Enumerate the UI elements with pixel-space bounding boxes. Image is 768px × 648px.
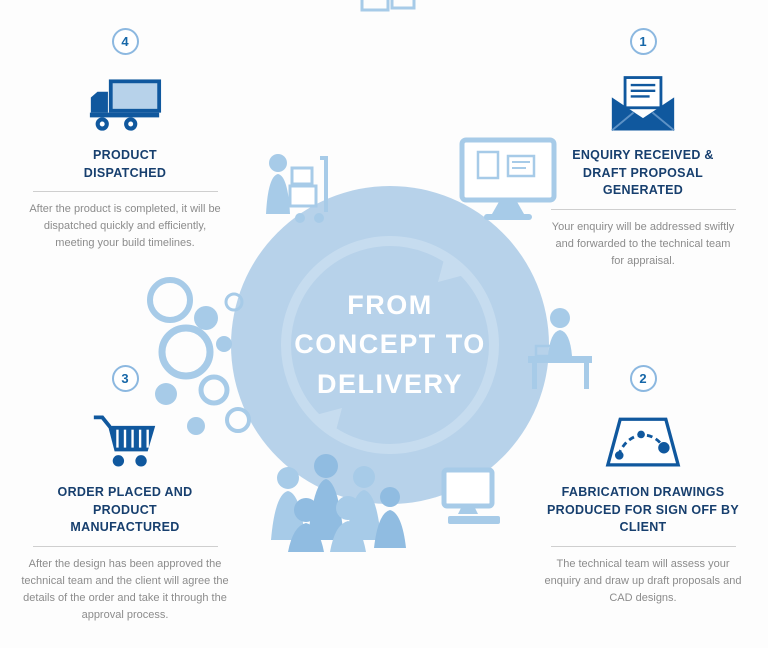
- center-title: FROM CONCEPT TO DELIVERY: [231, 186, 549, 504]
- envelope-icon: [609, 68, 677, 134]
- step-2-description: The technical team will assess your enqu…: [544, 557, 742, 604]
- decor-top-crop-icon: [360, 0, 416, 12]
- cycle-arrows-icon: [281, 236, 499, 454]
- step-4: 4 PRODUCT DISPATCHED After the product i…: [20, 28, 230, 252]
- step-4-title: PRODUCT DISPATCHED: [83, 148, 167, 180]
- step-1-description: Your enquiry will be addressed swiftly a…: [551, 220, 735, 267]
- step-4-number-badge: 4: [111, 28, 139, 55]
- step-3-number-badge: 3: [111, 365, 139, 392]
- divider: [32, 545, 218, 547]
- step-3: 3 ORDER PLACED AND PRODUCT MANUFACTURED …: [20, 365, 230, 624]
- step-2-title: FABRICATION DRAWINGS PRODUCED FOR SIGN O…: [547, 485, 739, 534]
- step-2: 2 FABRICATION DRAWINGS PRODUCED FOR SIGN…: [538, 365, 748, 607]
- center-title-line: FROM: [347, 290, 433, 321]
- center-title-line: DELIVERY: [316, 368, 464, 399]
- step-1: 1 ENQUIRY RECEIVED & DRAFT PROPOSAL GENE…: [538, 28, 748, 270]
- delivery-truck-icon: [88, 68, 162, 134]
- step-3-title: ORDER PLACED AND PRODUCT MANUFACTURED: [57, 485, 193, 534]
- step-1-title: ENQUIRY RECEIVED & DRAFT PROPOSAL GENERA…: [572, 148, 714, 197]
- step-2-number-badge: 2: [629, 365, 657, 392]
- divider: [550, 208, 736, 210]
- divider: [550, 545, 736, 547]
- divider: [32, 191, 218, 192]
- shopping-cart-icon: [91, 405, 159, 471]
- center-circle: FROM CONCEPT TO DELIVERY: [231, 186, 549, 504]
- center-title-line: CONCEPT TO: [294, 329, 486, 360]
- step-1-number-badge: 1: [629, 28, 657, 55]
- fabrication-drawing-icon: [605, 405, 681, 471]
- step-3-description: After the design has been approved the t…: [21, 557, 229, 621]
- step-4-description: After the product is completed, it will …: [29, 203, 221, 250]
